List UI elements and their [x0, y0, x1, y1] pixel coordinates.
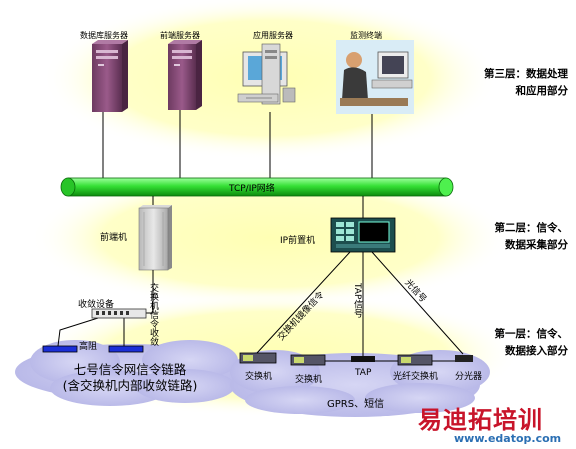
- layer3-line1: 第三层：数据处理: [484, 68, 568, 80]
- ip-probe-device-icon: [330, 217, 396, 253]
- frontend-server-icon: [168, 40, 202, 110]
- switch-convergence-link-label: 交换机信令收敛: [148, 283, 158, 346]
- layer3-line2: 和应用部分: [515, 85, 569, 97]
- fiber-switch-box: [397, 354, 433, 366]
- splitter-device: [455, 355, 473, 362]
- monitor-terminal-label: 监测终端: [350, 31, 382, 40]
- layer1-line1: 第一层：信令、: [494, 328, 569, 340]
- server-uplinks: [102, 110, 373, 178]
- monitoring-terminal-icon: [336, 40, 414, 114]
- tcp-ip-pipe: [60, 177, 454, 197]
- ss7-cloud: [15, 340, 245, 406]
- tap-device: [351, 356, 375, 362]
- switch-box-1: [239, 352, 277, 364]
- layer3-label: 第三层：数据处理 和应用部分: [462, 66, 568, 100]
- network-label: TCP/IP网络: [229, 184, 275, 194]
- ss7-cloud-label: 七号信令网信令链路 (含交换机内部收敛链路): [55, 362, 205, 394]
- high-impedance-label: 高阻: [79, 342, 98, 352]
- watermark-brand: 易迪拓培训: [418, 406, 543, 434]
- switch-box-2: [290, 354, 326, 366]
- watermark-url: www.edatop.com: [454, 432, 562, 445]
- database-server-label: 数据库服务器: [80, 31, 128, 40]
- ss7-line1: 七号信令网信令链路: [73, 362, 187, 377]
- ss7-line2: (含交换机内部收敛链路): [62, 378, 198, 393]
- switch-label-1: 交换机: [245, 372, 273, 382]
- tap-label: TAP: [355, 368, 372, 378]
- collector-device-icon: [91, 308, 147, 319]
- layer1-line2: 数据接入部分: [505, 345, 568, 357]
- application-server-icon: [237, 43, 296, 105]
- splitter-label: 分光器: [455, 372, 483, 382]
- frontend-machine-label: 前端机: [100, 233, 128, 243]
- collector-label: 收敛设备: [78, 300, 115, 310]
- layer2-line1: 第二层：信令、: [494, 222, 569, 234]
- frontend-server-label: 前端服务器: [160, 31, 200, 40]
- application-server-label: 应用服务器: [253, 31, 293, 40]
- gprs-cloud-label: GPRS、短信: [327, 399, 385, 410]
- high-impedance-bar-right: [108, 345, 144, 353]
- high-impedance-bar-left: [42, 345, 78, 353]
- layer2-label: 第二层：信令、 数据采集部分: [462, 220, 569, 254]
- fiber-switch-label: 光纤交换机: [393, 372, 439, 382]
- ip-probe-label: IP前置机: [280, 236, 316, 246]
- layer2-line2: 数据采集部分: [505, 239, 568, 251]
- database-server-icon: [92, 40, 128, 112]
- tap-signal-label: TAP信号: [352, 283, 362, 318]
- layer1-label: 第一层：信令、 数据接入部分: [462, 326, 569, 360]
- frontend-machine-icon: [138, 205, 172, 271]
- switch-label-2: 交换机: [295, 375, 323, 385]
- layer2-halo: [30, 168, 510, 308]
